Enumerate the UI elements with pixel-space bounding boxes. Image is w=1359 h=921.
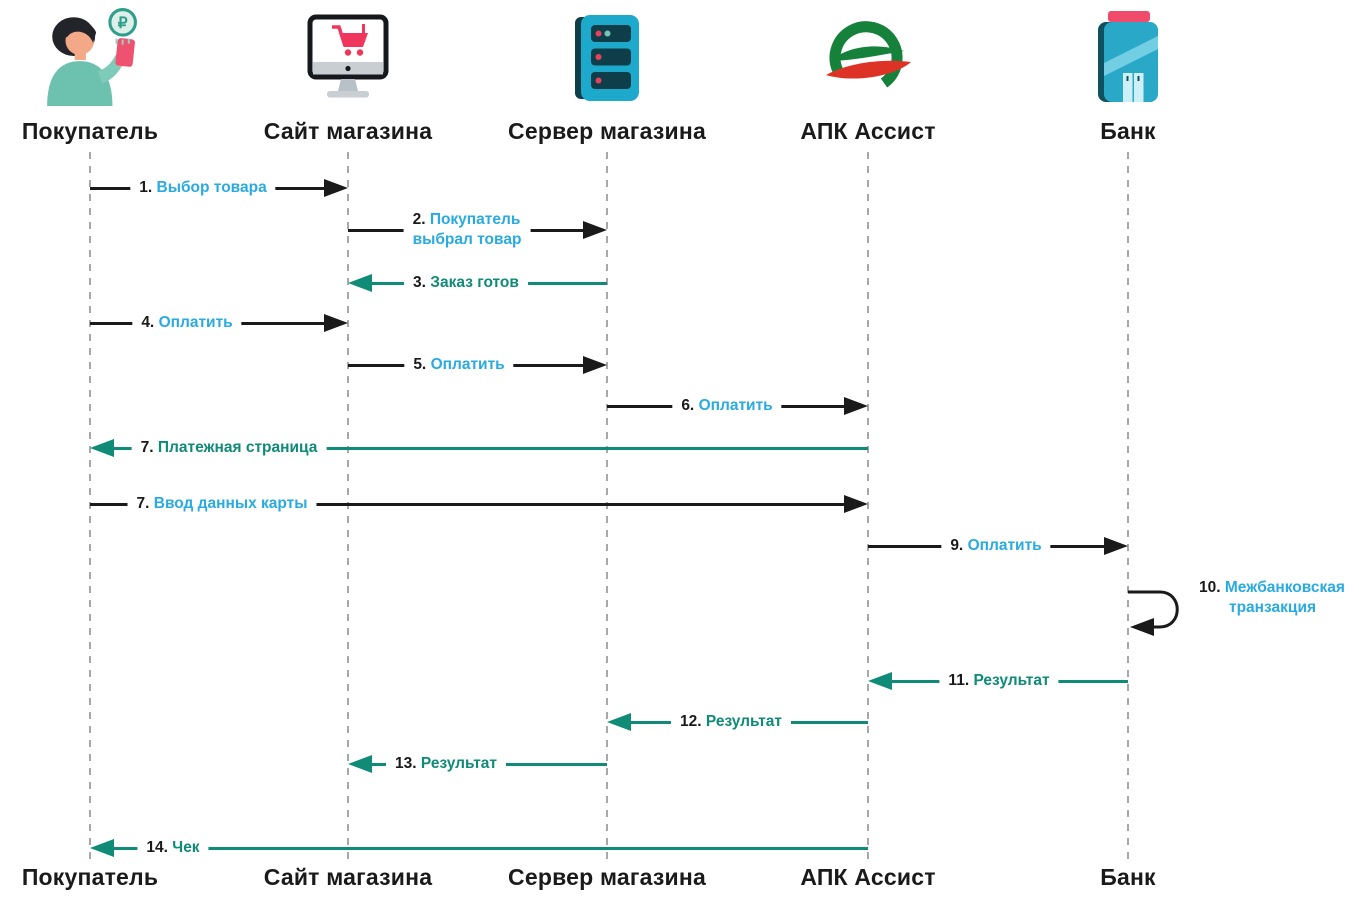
actor-label-bank-bottom: Банк xyxy=(1100,864,1156,890)
bank-icon xyxy=(1008,8,1248,106)
message-13-label: 13. Результат xyxy=(386,752,506,776)
message-3-label: 3. Заказ готов xyxy=(404,271,528,295)
message-8-line xyxy=(90,502,862,506)
message-8-label: 7. Ввод данных карты xyxy=(127,492,317,516)
lifeline-site xyxy=(347,152,349,860)
message-6-arrowhead xyxy=(844,397,868,415)
message-7-label: 7. Платежная страница xyxy=(131,436,327,460)
buyer-phone-icon: ₽ xyxy=(0,8,210,106)
message-11-label: 11. Результат xyxy=(939,669,1059,693)
message-1-label: 1. Выбор товара xyxy=(130,176,276,200)
message-4-arrowhead xyxy=(324,314,348,332)
actor-server-top: Сервер магазина xyxy=(487,8,727,145)
actor-label-server: Сервер магазина xyxy=(508,118,706,144)
message-8-arrowhead xyxy=(844,495,868,513)
actor-label-assist: АПК Ассист xyxy=(800,118,936,144)
message-9-label: 9. Оплатить xyxy=(941,534,1051,558)
message-6-label: 6. Оплатить xyxy=(672,394,782,418)
message-3-arrowhead xyxy=(348,274,372,292)
lifeline-assist xyxy=(867,152,869,860)
message-13-arrowhead xyxy=(348,755,372,773)
lifeline-bank xyxy=(1127,152,1129,860)
actor-label-server-bottom: Сервер магазина xyxy=(508,864,706,890)
message-14-label: 14. Чек xyxy=(137,836,209,860)
svg-text:₽: ₽ xyxy=(118,15,128,32)
actor-label-bank: Банк xyxy=(1100,118,1156,144)
message-12-label: 12. Результат xyxy=(671,710,791,734)
lifeline-server xyxy=(606,152,608,860)
actor-label-site: Сайт магазина xyxy=(263,118,433,144)
message-2-arrowhead xyxy=(583,221,607,239)
message-1-arrowhead xyxy=(324,179,348,197)
message-11-arrowhead xyxy=(868,672,892,690)
lifeline-buyer xyxy=(89,152,91,860)
actor-label-buyer-bottom: Покупатель xyxy=(21,864,159,890)
actor-label-buyer: Покупатель xyxy=(21,118,159,144)
server-icon xyxy=(487,8,727,106)
message-7-arrowhead xyxy=(90,439,114,457)
actor-buyer-top: ₽ Покупатель xyxy=(0,8,210,145)
message-12-arrowhead xyxy=(607,713,631,731)
message-14-arrowhead xyxy=(90,839,114,857)
message-5-arrowhead xyxy=(583,356,607,374)
actor-site-top: Сайт магазина xyxy=(228,8,468,145)
message-7-line xyxy=(96,446,868,450)
message-9-arrowhead xyxy=(1104,537,1128,555)
message-4-label: 4. Оплатить xyxy=(132,311,242,335)
actor-assist-top: АПК Ассист xyxy=(748,8,988,145)
monitor-cart-icon xyxy=(228,8,468,106)
actor-label-site-bottom: Сайт магазина xyxy=(263,864,433,890)
actor-label-assist-bottom: АПК Ассист xyxy=(800,864,936,890)
message-14-line xyxy=(96,846,868,850)
message-10-self-loop xyxy=(1128,590,1179,636)
actor-bank-top: Банк xyxy=(1008,8,1248,145)
message-5-label: 5. Оплатить xyxy=(404,353,514,377)
assist-logo-icon xyxy=(748,8,988,106)
